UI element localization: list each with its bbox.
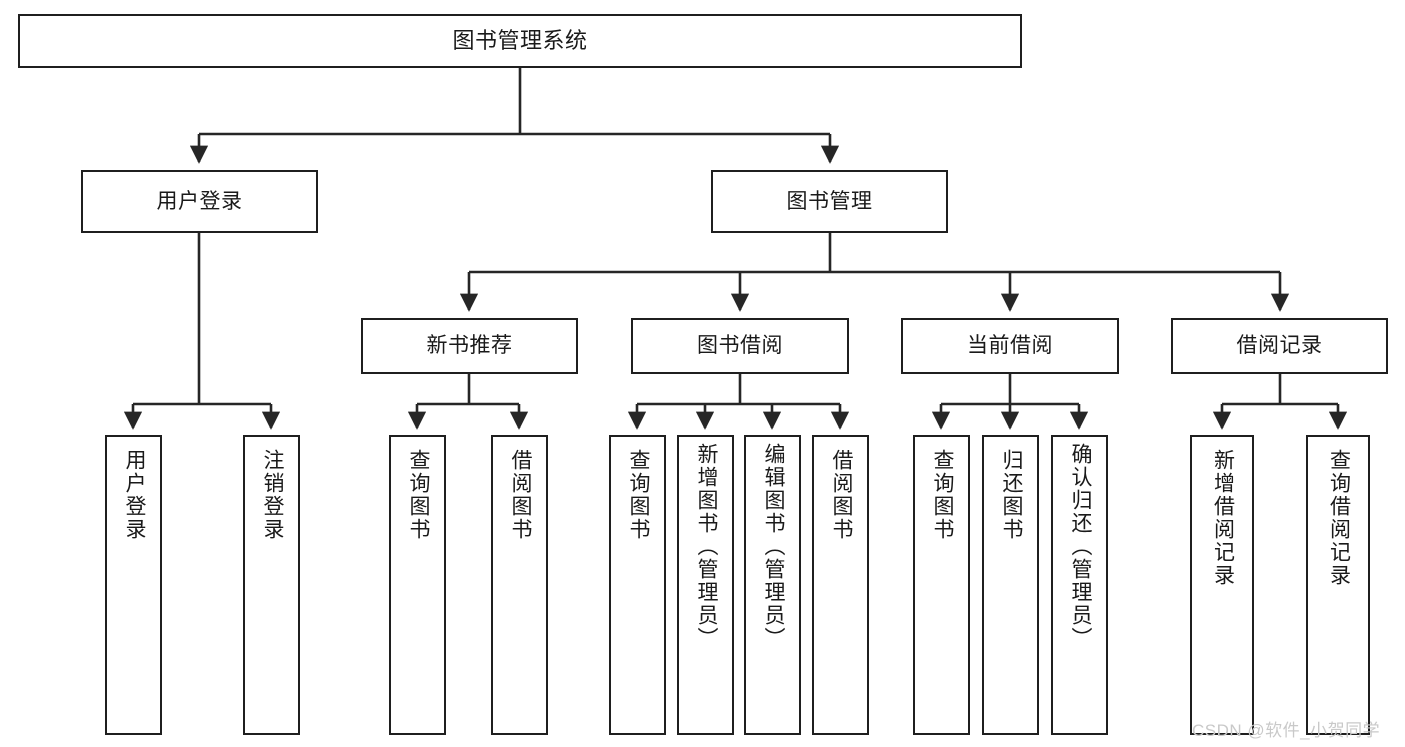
node-label: 查询借阅记录 — [1327, 449, 1351, 587]
leaf-add-book-admin[interactable]: 新增图书（管理员） — [677, 435, 734, 735]
node-new-book-recommend[interactable]: 新书推荐 — [361, 318, 578, 374]
node-current-borrow[interactable]: 当前借阅 — [901, 318, 1119, 374]
leaf-add-borrow-record[interactable]: 新增借阅记录 — [1190, 435, 1254, 735]
node-label: 借阅图书 — [829, 449, 853, 541]
node-label: 编辑图书（管理员） — [761, 443, 785, 650]
leaf-borrow-book-recommend[interactable]: 借阅图书 — [491, 435, 548, 735]
leaf-confirm-return-admin[interactable]: 确认归还（管理员） — [1051, 435, 1108, 735]
leaf-query-book-recommend[interactable]: 查询图书 — [389, 435, 446, 735]
node-root-system[interactable]: 图书管理系统 — [18, 14, 1022, 68]
node-label: 图书管理系统 — [452, 27, 588, 53]
node-label: 新书推荐 — [426, 334, 513, 358]
node-user-login[interactable]: 用户登录 — [81, 170, 318, 233]
node-label: 新增借阅记录 — [1211, 449, 1235, 587]
node-label: 确认归还（管理员） — [1068, 443, 1092, 650]
node-book-borrow[interactable]: 图书借阅 — [631, 318, 849, 374]
watermark: CSDN @软件_小贺同学 — [1192, 721, 1381, 740]
node-label: 注销登录 — [260, 449, 284, 541]
leaf-query-book-current[interactable]: 查询图书 — [913, 435, 970, 735]
node-label: 图书借阅 — [697, 334, 783, 358]
node-label: 查询图书 — [626, 449, 650, 541]
leaf-borrow-book[interactable]: 借阅图书 — [812, 435, 869, 735]
node-label: 用户登录 — [122, 449, 146, 541]
node-label: 用户登录 — [156, 189, 243, 213]
leaf-query-borrow-record[interactable]: 查询借阅记录 — [1306, 435, 1370, 735]
node-label: 归还图书 — [999, 449, 1023, 541]
node-label: 图书管理 — [786, 189, 873, 213]
node-label: 当前借阅 — [967, 334, 1053, 358]
node-borrow-record[interactable]: 借阅记录 — [1171, 318, 1388, 374]
leaf-logout[interactable]: 注销登录 — [243, 435, 300, 735]
node-label: 新增图书（管理员） — [694, 443, 718, 650]
node-label: 查询图书 — [406, 449, 430, 541]
node-book-management[interactable]: 图书管理 — [711, 170, 948, 233]
node-label: 借阅记录 — [1236, 334, 1323, 358]
leaf-return-book[interactable]: 归还图书 — [982, 435, 1039, 735]
node-label: 查询图书 — [930, 449, 954, 541]
leaf-query-book-borrow[interactable]: 查询图书 — [609, 435, 666, 735]
leaf-edit-book-admin[interactable]: 编辑图书（管理员） — [744, 435, 801, 735]
leaf-user-login[interactable]: 用户登录 — [105, 435, 162, 735]
node-label: 借阅图书 — [508, 449, 532, 541]
